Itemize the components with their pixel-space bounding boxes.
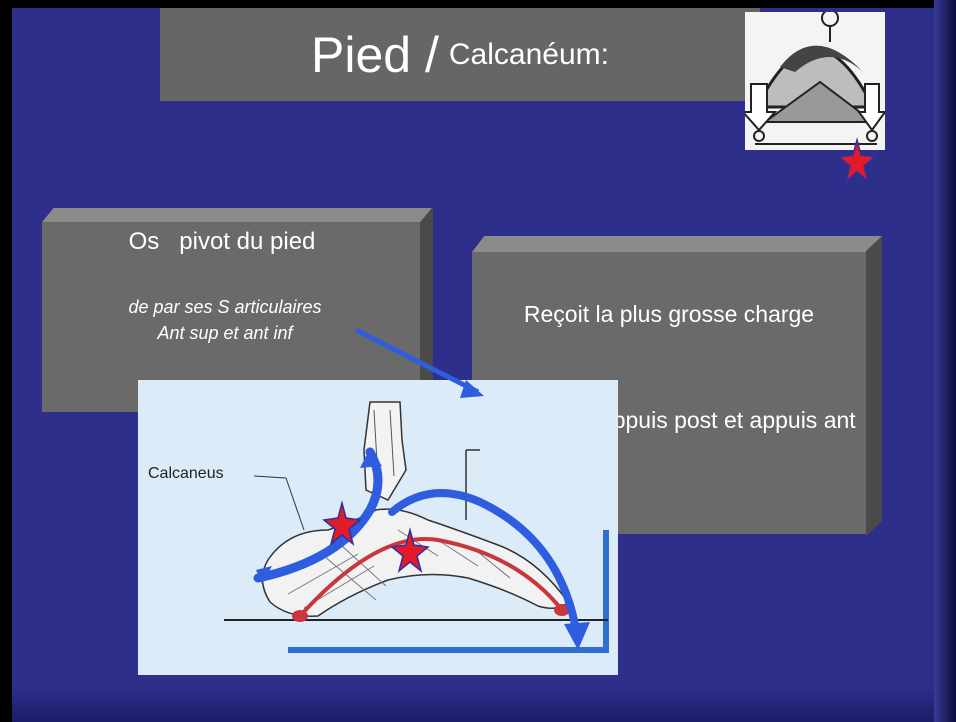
title-main: Pied / xyxy=(311,26,439,84)
charge-box-side xyxy=(866,236,882,536)
arch-diagram-image xyxy=(745,12,885,150)
frame-left xyxy=(0,0,12,722)
title-sub: Calcanéum: xyxy=(449,38,609,72)
charge-line: Reçoit la plus grosse charge xyxy=(476,302,862,327)
pivot-detail-line1: de par ses S articulaires xyxy=(60,294,390,320)
calcaneus-label: Calcaneus xyxy=(148,465,224,482)
pivot-heading: Os pivot du pied xyxy=(42,228,402,256)
charge-box-top xyxy=(472,236,882,252)
pivot-detail-line2: Ant sup et ant inf xyxy=(60,320,390,346)
frame-right xyxy=(934,0,956,722)
pivot-box-top xyxy=(42,208,432,222)
frame-top xyxy=(0,0,956,8)
arch-diagram-svg xyxy=(745,12,885,150)
foot-diagram-svg: Calcaneus xyxy=(138,380,618,675)
foot-diagram-image: Calcaneus xyxy=(138,380,618,675)
pivot-detail: de par ses S articulaires Ant sup et ant… xyxy=(60,294,390,346)
title-box: Pied / Calcanéum: xyxy=(160,8,760,101)
bottom-bar xyxy=(12,688,934,722)
